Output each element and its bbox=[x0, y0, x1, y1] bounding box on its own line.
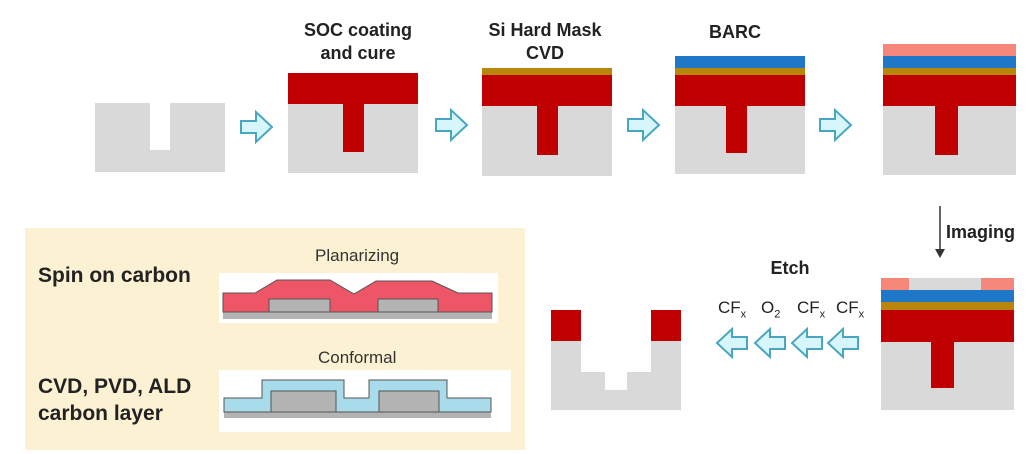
etch-gas: CFx bbox=[718, 298, 746, 320]
soc-coating-label-line2: and cure bbox=[320, 43, 396, 63]
imaging-label: Imaging bbox=[946, 222, 1016, 242]
spin-on-carbon-label: Spin on carbon bbox=[38, 264, 191, 287]
etch-gas-sub: x bbox=[858, 308, 865, 321]
etch-gas: CFx bbox=[836, 298, 864, 320]
step-imaged bbox=[881, 278, 1014, 410]
etch-gas-sub: x bbox=[819, 308, 826, 321]
barc-label: BARC bbox=[709, 22, 761, 42]
cvd-carbon-label-line1: CVD, PVD, ALD bbox=[38, 375, 192, 398]
arrow-right-icon bbox=[240, 109, 274, 145]
etch-gas-sub: 2 bbox=[774, 308, 781, 321]
step-hardmask bbox=[482, 68, 612, 176]
cvd-carbon-label-line2: carbon layer bbox=[38, 402, 163, 425]
arrow-right-icon bbox=[819, 107, 853, 143]
arrow-down-icon bbox=[935, 206, 945, 258]
hardmask-label: Si Hard Mask CVD bbox=[470, 19, 620, 65]
step-bare-substrate bbox=[95, 103, 225, 172]
hardmask-label-line2: CVD bbox=[525, 43, 564, 63]
cvd-carbon-label: CVD, PVD, ALD carbon layer bbox=[38, 373, 191, 427]
arrow-left-icon bbox=[790, 326, 823, 360]
etch-gas: O2 bbox=[761, 298, 780, 320]
hardmask-label-line1: Si Hard Mask bbox=[488, 20, 602, 40]
soc-coating-label-line1: SOC coating bbox=[303, 20, 412, 40]
arrow-left-icon bbox=[826, 326, 859, 360]
step-resist bbox=[883, 44, 1016, 175]
etch-gas-base: CF bbox=[797, 298, 820, 317]
planarizing-example bbox=[219, 273, 498, 323]
conformal-example bbox=[219, 370, 511, 432]
arrow-left-icon bbox=[715, 326, 748, 360]
conformal-label: Conformal bbox=[318, 348, 397, 367]
etch-label: Etch bbox=[770, 258, 810, 278]
etch-gas: CFx bbox=[797, 298, 825, 320]
etch-gas-base: O bbox=[761, 298, 775, 317]
etch-gas-sub: x bbox=[740, 308, 747, 321]
step-soc-coating bbox=[288, 73, 418, 173]
etch-gas-base: CF bbox=[718, 298, 741, 317]
arrow-right-icon bbox=[435, 107, 469, 143]
step-barc bbox=[675, 56, 805, 174]
arrow-right-icon bbox=[627, 107, 661, 143]
planarizing-label: Planarizing bbox=[315, 246, 400, 265]
step-etched bbox=[551, 310, 681, 410]
arrow-left-icon bbox=[753, 326, 786, 360]
soc-coating-label: SOC coating and cure bbox=[283, 19, 433, 65]
etch-gas-base: CF bbox=[836, 298, 859, 317]
